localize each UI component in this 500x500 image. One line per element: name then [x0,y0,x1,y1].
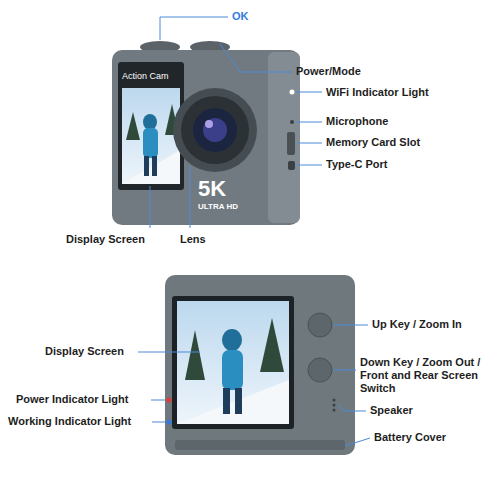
callout-label: Display Screen [66,233,145,246]
callout-label: Working Indicator Light [8,415,131,428]
callout-label: Display Screen [45,345,124,358]
printed-badge: 5K [198,177,226,201]
callout-label: Up Key / Zoom In [372,318,462,331]
leader-lines [138,17,370,446]
callout-label: Battery Cover [374,431,446,444]
callout-label: Speaker [370,404,413,417]
callout-label: Microphone [326,115,388,128]
printed-badge: ULTRA HD [198,202,238,211]
callout-label: Type-C Port [326,158,388,171]
callout-label: Power/Mode [296,65,361,78]
rear-camera [165,275,355,455]
callout-label: Lens [180,233,206,246]
front-camera [112,41,300,225]
printed-brand: Action Cam [122,71,169,82]
callout-label: Power Indicator Light [16,393,128,406]
callout-label: Down Key / Zoom Out / Front and Rear Scr… [360,356,494,395]
callout-label: Memory Card Slot [326,136,420,149]
callout-label: OK [232,10,249,23]
callout-label: WiFi Indicator Light [326,86,429,99]
